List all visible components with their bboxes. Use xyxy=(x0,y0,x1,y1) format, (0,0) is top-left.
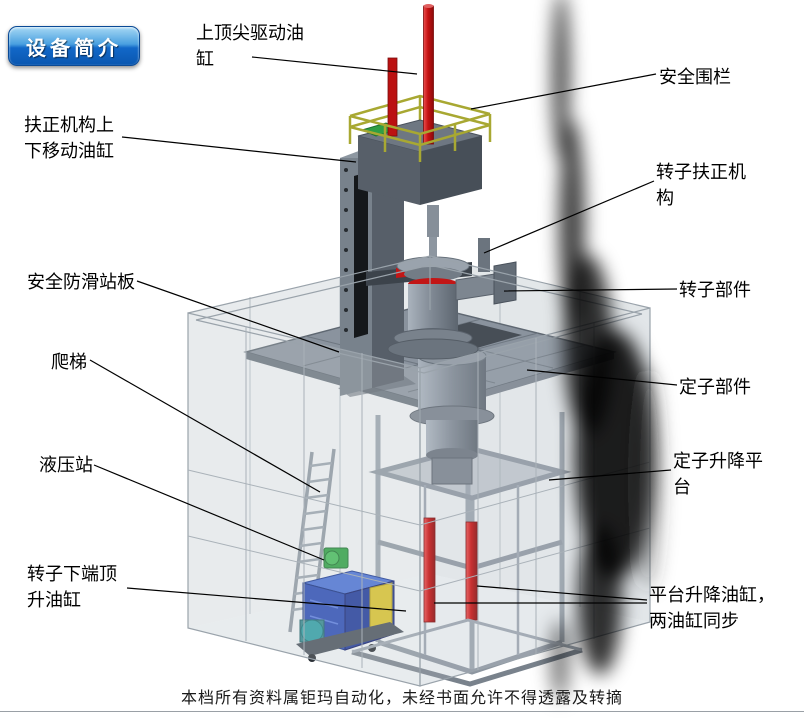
title-badge: 设备简介 xyxy=(8,26,140,66)
pump-unit xyxy=(323,547,349,569)
head-assembly xyxy=(348,4,492,237)
callout-top-spindle-cylinder: 上顶尖驱动油缸 xyxy=(196,23,304,69)
callout-stator-lift-platform: 定子升降平台 xyxy=(673,451,763,497)
base-frame xyxy=(351,618,583,687)
callout-antislip-standing-board: 安全防滑站板 xyxy=(27,272,135,292)
top-drive-cylinders xyxy=(387,4,434,145)
platform-lift-cylinders xyxy=(423,517,478,623)
title-badge-label: 设备简介 xyxy=(26,37,122,60)
callout-platform-lift-cylinders: 平台升降油缸，两油缸同步 xyxy=(649,585,775,631)
callout-centering-updown-cylinder: 扶正机构上下移动油缸 xyxy=(24,115,114,161)
hydraulic-station xyxy=(296,570,404,662)
leader-lines xyxy=(89,56,678,612)
footer-disclaimer: 本档所有资料属钜玛自动化，未经书面允许不得透露及转摘 xyxy=(180,690,623,707)
callout-hydraulic-station: 液压站 xyxy=(39,455,93,475)
shadow-smudge xyxy=(550,0,662,700)
callout-rotor-bottom-jack-cylinder: 转子下端顶升油缸 xyxy=(27,564,117,610)
safety-fence-front xyxy=(349,112,491,162)
callout-ladder: 爬梯 xyxy=(51,352,87,372)
callout-safety-fence: 安全围栏 xyxy=(659,67,731,87)
callout-rotor-parts: 转子部件 xyxy=(679,280,751,300)
bottom-divider xyxy=(0,711,804,712)
safety-fence-back xyxy=(348,94,492,144)
callout-stator-parts: 定子部件 xyxy=(679,377,751,397)
callout-rotor-centering-mechanism: 转子扶正机构 xyxy=(656,162,746,208)
rotor-assembly xyxy=(366,237,517,360)
